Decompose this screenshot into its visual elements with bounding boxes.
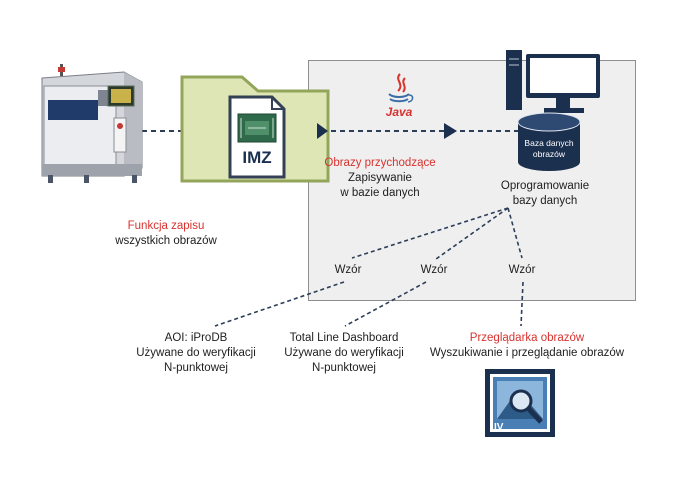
incoming-images-label: Obrazy przychodzące Zapisywanie w bazie … (318, 156, 442, 201)
record-function-title: Funkcja zapisu (127, 220, 205, 232)
java-label: Java (386, 105, 413, 119)
record-function-subtitle: wszystkich obrazów (115, 235, 217, 247)
image-viewer-icon: IV (485, 369, 555, 437)
output-line1: Używane do weryfikacji (136, 347, 256, 359)
record-function-label: Funkcja zapisu wszystkich obrazów (96, 219, 236, 249)
smt-machine-icon (41, 64, 143, 183)
output-connector (214, 281, 345, 327)
output-connector (344, 281, 427, 327)
java-logo: Java (386, 73, 414, 119)
arrow-head (317, 123, 328, 139)
pattern-connector (351, 207, 509, 259)
output-title: Przeglądarka obrazów (469, 332, 585, 344)
imz-file-icon: IMZ (228, 95, 286, 179)
database-label-line1: Baza danych (524, 138, 573, 148)
output-total-line-dashboard: Total Line Dashboard Używane do weryfika… (272, 331, 416, 376)
pattern-label: Wzór (508, 264, 536, 276)
output-line2: N-punktowej (164, 362, 228, 374)
output-line1: Używane do weryfikacji (284, 347, 404, 359)
output-title: AOI: iProDB (164, 332, 228, 344)
monitor-icon (506, 50, 600, 113)
output-title: Total Line Dashboard (289, 332, 399, 344)
database-software-line1: Oprogramowanie (500, 180, 590, 192)
database-software-line2: bazy danych (512, 195, 578, 207)
pattern-label: Wzór (420, 264, 448, 276)
incoming-images-title: Obrazy przychodzące (324, 157, 436, 169)
folder-icon: IMZ (180, 75, 330, 183)
database-software-label: Oprogramowanie bazy danych (490, 179, 600, 209)
incoming-images-line2: w bazie danych (340, 187, 420, 199)
file-label: IMZ (242, 148, 271, 167)
pattern-label: Wzór (334, 264, 362, 276)
pattern-connector (507, 207, 523, 259)
output-image-viewer: Przeglądarka obrazów Wyszukiwanie i prze… (414, 331, 640, 361)
pattern-connector (435, 207, 509, 260)
database-icon: Baza danych obrazów (517, 112, 581, 171)
incoming-images-line1: Zapisywanie (348, 172, 412, 184)
output-line1: Wyszukiwanie i przeglądanie obrazów (429, 347, 625, 359)
output-line2: N-punktowej (312, 362, 376, 374)
viewer-badge: IV (494, 422, 504, 433)
database-label-line2: obrazów (533, 149, 566, 159)
arrow-head (444, 123, 457, 139)
output-aoi-iprodb: AOI: iProDB Używane do weryfikacji N-pun… (124, 331, 268, 376)
database-panel (308, 60, 636, 301)
output-connector (520, 281, 524, 327)
